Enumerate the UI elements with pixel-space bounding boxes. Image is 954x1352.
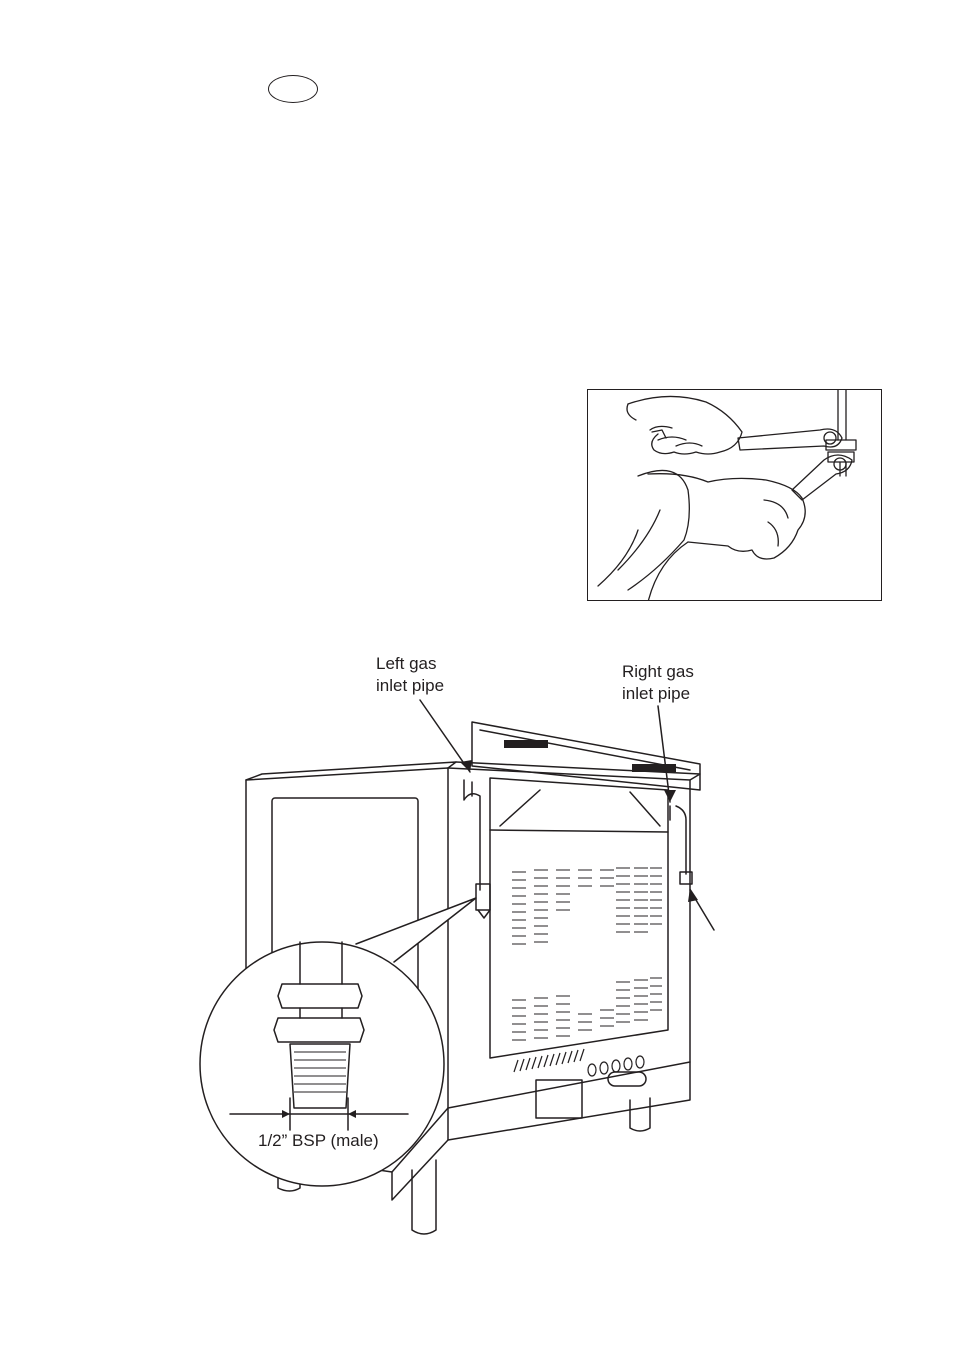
bsp-thread-label: 1/2” BSP (male) [258, 1130, 379, 1152]
